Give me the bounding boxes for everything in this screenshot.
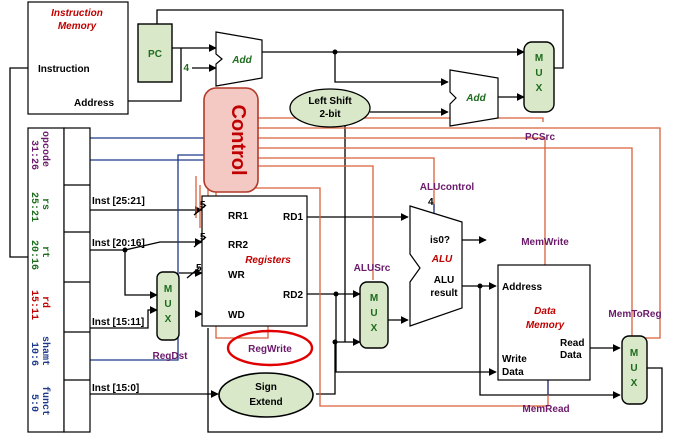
alucontrol-label: ALUcontrol [420, 182, 475, 193]
inst-imm-label: Inst [15:0] [92, 383, 139, 394]
field-funct: funct [39, 386, 51, 416]
wires-black [9, 9, 663, 433]
instruction-output-label: Instruction [38, 64, 90, 75]
alu-zero-label: is0? [430, 235, 450, 246]
control-lines [195, 117, 661, 407]
bus-width-wr: 5 [196, 263, 202, 274]
field-shamt: shamt [39, 336, 51, 366]
inst-rt-label: Inst [20:16] [92, 238, 145, 249]
inst-rs-label: Inst [25:21] [92, 196, 145, 207]
data-memory-title-2: Memory [526, 320, 565, 331]
data-memory-address: Address [502, 282, 542, 293]
field-rs-bits: 25:21 [28, 192, 39, 222]
bus-width-rr2: 5 [200, 232, 206, 243]
write-data-label-1: Write [502, 354, 527, 365]
field-opcode-bits: 31:26 [28, 140, 39, 170]
pc-adder: Add [215, 31, 263, 87]
field-shamt-bits: 10:6 [28, 342, 39, 366]
inst-rd-label: Inst [15:11] [92, 317, 144, 328]
memwrite-label: MemWrite [521, 237, 569, 248]
pcsrc-label: PCSrc [525, 132, 555, 143]
instruction-memory-title-1: Instruction [51, 8, 103, 19]
bus-width-rr1: 5 [200, 200, 206, 211]
field-opcode: opcode [39, 131, 51, 167]
data-memory-title-1: Data [534, 306, 556, 317]
pc-register: PC [137, 23, 173, 83]
wd-port: WD [228, 310, 245, 321]
instruction-memory: Instruction Memory Instruction Address [27, 1, 129, 115]
regdst-label: RegDst [152, 351, 188, 362]
branch-adder: Add [449, 69, 499, 127]
alu-result-label-1: ALU [434, 275, 455, 286]
control-unit: Control [203, 87, 259, 193]
sign-extend-label-1: Sign [255, 382, 277, 393]
write-data-label-2: Data [502, 367, 524, 378]
pc-label: PC [148, 49, 162, 60]
junction-dots [122, 49, 483, 345]
regwrite-signal: RegWrite [226, 329, 314, 367]
field-rd: rd [39, 296, 51, 308]
rr2-port: RR2 [228, 240, 248, 251]
read-data-label-2: Data [560, 350, 582, 361]
read-data-label-1: Read [560, 338, 584, 349]
sign-extend-label-2: Extend [249, 397, 282, 408]
pc-adder-label: Add [231, 55, 252, 66]
regwrite-label: RegWrite [248, 344, 292, 355]
alu-title: ALU [431, 254, 453, 265]
memtoreg-label: MemToReg [608, 309, 661, 320]
field-rt-bits: 20:16 [28, 240, 39, 270]
shift-label-2: 2-bit [319, 109, 341, 120]
field-rs: rs [39, 198, 50, 210]
alucontrol-width: 4 [428, 197, 434, 208]
alu: ALU is0? ALU result ALUcontrol 4 [409, 182, 475, 327]
alusrc-label: ALUSrc [354, 263, 391, 274]
left-shift: Left Shift 2-bit [289, 88, 371, 128]
memread-label: MemRead [522, 404, 569, 415]
constant-four: 4 [183, 63, 189, 74]
shift-label-1: Left Shift [308, 96, 352, 107]
branch-adder-label: Add [465, 93, 486, 104]
registers-title: Registers [245, 255, 291, 266]
wr-port: WR [228, 270, 245, 281]
instruction-fields: opcode 31:26 rs 25:21 rt 20:16 rd 15:11 … [27, 127, 91, 433]
field-rt: rt [39, 246, 50, 258]
rd2-port: RD2 [283, 290, 303, 301]
register-file: RR1 RR2 WR WD RD1 RD2 Registers 5 5 5 [186, 195, 308, 327]
field-rd-bits: 15:11 [28, 290, 39, 320]
instruction-address-label: Address [74, 98, 114, 109]
instruction-memory-title-2: Memory [58, 21, 97, 32]
alu-result-label-2: result [430, 288, 458, 299]
rr1-port: RR1 [228, 211, 248, 222]
opcode-lines [90, 137, 549, 395]
field-funct-bits: 5:0 [28, 394, 39, 412]
rd1-port: RD1 [283, 212, 303, 223]
control-label: Control [227, 104, 249, 175]
data-memory: Address Data Memory Write Data Read Data… [497, 237, 591, 415]
sign-extend: Sign Extend [218, 372, 314, 418]
